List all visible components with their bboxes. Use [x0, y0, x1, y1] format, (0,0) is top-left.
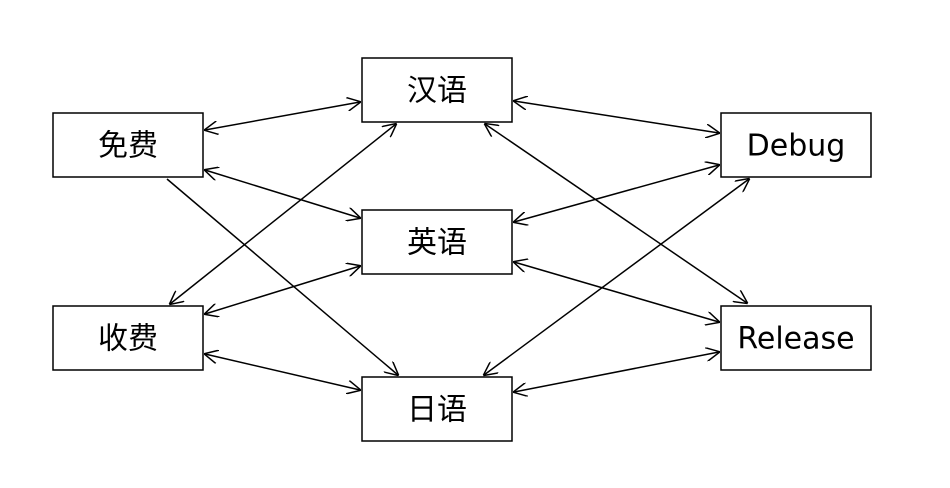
node-japanese-label: 日语	[407, 393, 467, 428]
node-free: 免费	[52, 112, 204, 178]
edge-paid-japanese	[205, 354, 360, 390]
node-english: 英语	[361, 209, 513, 275]
edge-chinese-debug	[514, 101, 719, 133]
node-japanese: 日语	[361, 376, 513, 442]
edge-paid-english	[205, 266, 360, 314]
node-paid: 收费	[52, 305, 204, 371]
edge-chinese-release	[485, 124, 747, 303]
edge-japanese-release	[514, 352, 719, 392]
node-release: Release	[720, 305, 872, 371]
node-paid-label: 收费	[98, 322, 158, 357]
node-debug-label: Debug	[747, 129, 846, 164]
edge-english-release	[514, 262, 719, 322]
node-debug: Debug	[720, 112, 872, 178]
nodes-layer: 免费 收费 汉语 英语 日语 Debug Release	[52, 57, 872, 442]
node-chinese: 汉语	[361, 57, 513, 123]
node-english-label: 英语	[407, 226, 467, 261]
edge-japanese-debug	[484, 179, 749, 375]
node-chinese-label: 汉语	[407, 74, 467, 109]
node-release-label: Release	[737, 322, 854, 357]
edge-free-english	[205, 170, 360, 218]
node-free-label: 免费	[98, 129, 158, 164]
edge-free-chinese	[205, 102, 360, 130]
edges-layer	[166, 101, 749, 392]
